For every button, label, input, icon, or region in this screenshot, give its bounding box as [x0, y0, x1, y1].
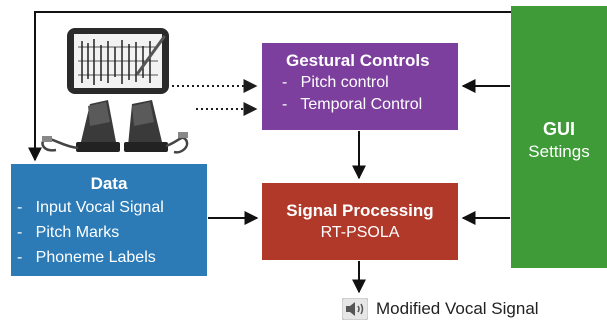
graphics-tablet-icon [67, 28, 169, 94]
gui-to-data-arrow [28, 11, 511, 162]
speaker-icon [342, 298, 368, 320]
gestural-controls-title: Gestural Controls [286, 51, 430, 70]
bullet: - [282, 74, 288, 91]
gestural-item: - Pitch control [282, 72, 458, 94]
bullet: - [17, 224, 23, 241]
gestural-item: - Temporal Control [282, 94, 458, 116]
pitch-marks-label: Pitch Marks [35, 224, 120, 241]
signal-processing-subtitle: RT-PSOLA [320, 224, 400, 241]
foot-pedal-icon [41, 100, 189, 154]
bullet: - [17, 199, 23, 216]
output-signal: Modified Vocal Signal [342, 298, 539, 320]
gestural-controls-box: Gestural Controls - Pitch control - Temp… [262, 43, 458, 130]
gui-title: GUI [542, 119, 575, 139]
data-item: - Phoneme Labels [17, 245, 207, 270]
data-item: - Pitch Marks [17, 220, 207, 245]
signal-processing-title: Signal Processing [286, 201, 434, 220]
input-vocal-signal-label: Input Vocal Signal [35, 199, 164, 216]
phoneme-labels-label: Phoneme Labels [35, 249, 156, 266]
data-box: Data - Input Vocal Signal - Pitch Marks … [11, 164, 207, 276]
pitch-control-label: Pitch control [300, 74, 389, 91]
bullet: - [282, 96, 288, 113]
bullet: - [17, 249, 23, 266]
temporal-control-label: Temporal Control [300, 96, 423, 113]
data-item: - Input Vocal Signal [17, 195, 207, 220]
gui-subtitle: Settings [528, 142, 590, 161]
output-label: Modified Vocal Signal [376, 299, 539, 318]
signal-processing-box: Signal Processing RT-PSOLA [262, 183, 458, 260]
data-title: Data [90, 174, 128, 193]
gui-box: GUI Settings [511, 6, 607, 268]
